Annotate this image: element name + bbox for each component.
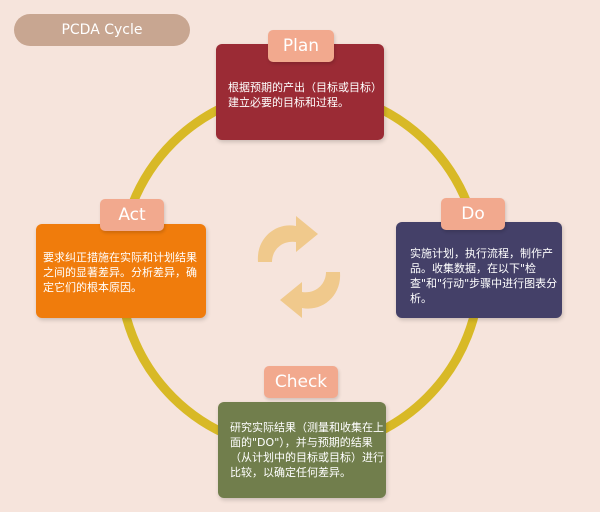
- check-tab: Check: [264, 366, 338, 398]
- plan-box: 根据预期的产出（目标或目标） 建立必要的目标和过程。: [216, 44, 384, 140]
- do-box: 实施计划，执行流程，制作产 品。收集数据，在以下"检 查"和"行动"步骤中进行图…: [396, 222, 562, 318]
- plan-tab: Plan: [268, 30, 334, 62]
- plan-description: 根据预期的产出（目标或目标） 建立必要的目标和过程。: [228, 81, 382, 109]
- act-box: 要求纠正措施在实际和计划结果 之间的显著差异。分析差异，确 定它们的根本原因。: [36, 224, 206, 318]
- act-tab: Act: [100, 199, 164, 231]
- cycle-arrows-icon: [257, 216, 341, 318]
- act-description: 要求纠正措施在实际和计划结果 之间的显著差异。分析差异，确 定它们的根本原因。: [43, 251, 197, 294]
- check-box: 研究实际结果（测量和收集在上 面的"DO"），并与预期的结果 （从计划中的目标或…: [218, 402, 386, 498]
- do-description: 实施计划，执行流程，制作产 品。收集数据，在以下"检 查"和"行动"步骤中进行图…: [410, 247, 558, 305]
- do-tab: Do: [441, 198, 505, 230]
- diagram-title: PCDA Cycle: [14, 14, 190, 46]
- check-description: 研究实际结果（测量和收集在上 面的"DO"），并与预期的结果 （从计划中的目标或…: [230, 421, 384, 479]
